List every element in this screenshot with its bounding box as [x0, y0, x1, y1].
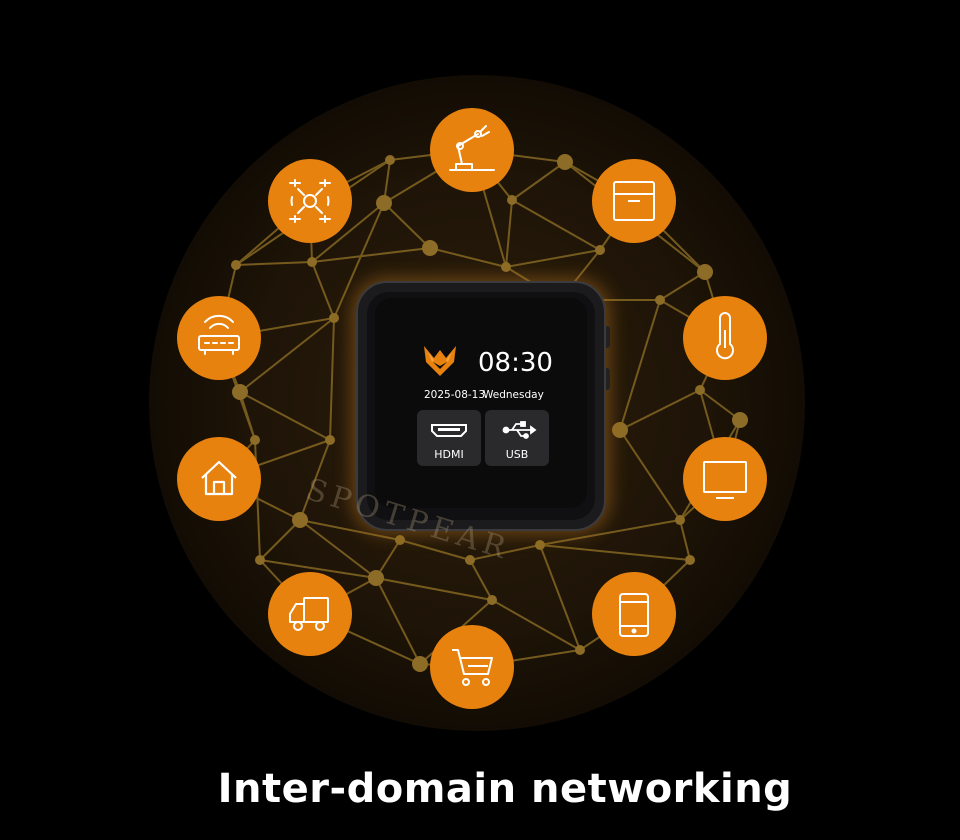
mesh-line [259, 519, 301, 561]
mesh-line [399, 539, 471, 561]
mesh-line [619, 429, 681, 521]
mesh-line [329, 317, 335, 441]
mesh-node [487, 595, 497, 605]
mesh-node [612, 422, 628, 438]
thermometer-icon [716, 312, 734, 360]
mesh-node [385, 155, 395, 165]
package-box-icon-circle[interactable] [592, 159, 676, 243]
mesh-node [395, 535, 405, 545]
mesh-node [535, 540, 545, 550]
hdmi-port-icon [431, 424, 467, 437]
mesh-line [539, 544, 691, 561]
mesh-node [368, 570, 384, 586]
mesh-node [695, 385, 705, 395]
mesh-line [679, 519, 691, 561]
mesh-line [659, 271, 706, 301]
mesh-node [655, 295, 665, 305]
thermometer-icon-circle[interactable] [683, 296, 767, 380]
robot-arm-icon [449, 125, 495, 171]
mesh-line [469, 559, 493, 601]
smartphone-icon [619, 593, 649, 637]
mesh-line [375, 577, 421, 665]
mesh-line [469, 544, 541, 561]
mesh-node [675, 515, 685, 525]
mesh-line [239, 391, 331, 441]
mesh-line [619, 389, 701, 431]
mesh-node [732, 412, 748, 428]
mesh-line [311, 261, 335, 319]
mesh-node [507, 195, 517, 205]
mesh-line [511, 199, 601, 251]
device: 08:30 2025-08-13 Wednesday HDMI [356, 281, 610, 531]
mesh-line [505, 199, 513, 268]
mesh-node [329, 313, 339, 323]
mesh-node [697, 264, 713, 280]
mesh-node [422, 240, 438, 256]
mesh-node [412, 656, 428, 672]
mesh-node [376, 195, 392, 211]
fox-logo [424, 346, 456, 376]
mesh-node [575, 645, 585, 655]
mesh-line [505, 249, 601, 268]
mesh-line [619, 299, 661, 431]
mesh-node [307, 257, 317, 267]
mesh-line [333, 202, 385, 319]
mesh-node [255, 555, 265, 565]
router-icon [198, 314, 240, 355]
mesh-line [539, 519, 681, 546]
mesh-node [292, 512, 308, 528]
usb-label: USB [506, 448, 529, 461]
mesh-node [501, 262, 511, 272]
mesh-line [299, 519, 401, 541]
smartphone-icon-circle[interactable] [592, 572, 676, 656]
mesh-node [557, 154, 573, 170]
shopping-cart-icon-circle[interactable] [430, 625, 514, 709]
caption: Inter-domain networking [217, 766, 793, 812]
delivery-truck-icon [289, 597, 329, 631]
mesh-node [325, 435, 335, 445]
mesh-node [465, 555, 475, 565]
shopping-cart-icon [452, 649, 493, 686]
ring-icons [177, 108, 767, 709]
device-time: 08:30 [478, 348, 553, 378]
mesh-node [231, 260, 241, 270]
mesh-line [239, 317, 335, 393]
package-box-icon [613, 181, 655, 221]
drone-icon-circle[interactable] [268, 159, 352, 243]
mesh-node [232, 384, 248, 400]
device-screen [375, 298, 587, 508]
mesh-line [429, 247, 507, 268]
network-nodes [231, 154, 748, 672]
robot-arm-icon-circle[interactable] [430, 108, 514, 192]
mesh-line [383, 202, 431, 249]
device-weekday: Wednesday [483, 389, 544, 401]
mesh-line [699, 389, 741, 421]
mesh-line [511, 161, 566, 201]
device-date: 2025-08-13 [424, 389, 485, 401]
mesh-node [685, 555, 695, 565]
mesh-line [491, 599, 581, 651]
hdmi-label: HDMI [434, 448, 463, 461]
mesh-line [375, 577, 493, 601]
monitor-icon [703, 461, 747, 499]
router-icon-circle[interactable] [177, 296, 261, 380]
delivery-truck-icon-circle[interactable] [268, 572, 352, 656]
mesh-line [311, 202, 385, 263]
mesh-line [311, 247, 431, 263]
mesh-node [250, 435, 260, 445]
mesh-node [595, 245, 605, 255]
mesh-line [299, 519, 377, 579]
home-icon-circle[interactable] [177, 437, 261, 521]
usb-tile[interactable]: USB [485, 410, 549, 466]
mesh-line [539, 544, 581, 651]
monitor-icon-circle[interactable] [683, 437, 767, 521]
home-icon [201, 460, 237, 496]
drone-icon [289, 179, 331, 223]
mesh-line [235, 261, 313, 266]
hdmi-tile[interactable]: HDMI [417, 410, 481, 466]
mesh-line [299, 439, 331, 521]
mesh-line [259, 559, 377, 579]
usb-icon [502, 421, 537, 439]
